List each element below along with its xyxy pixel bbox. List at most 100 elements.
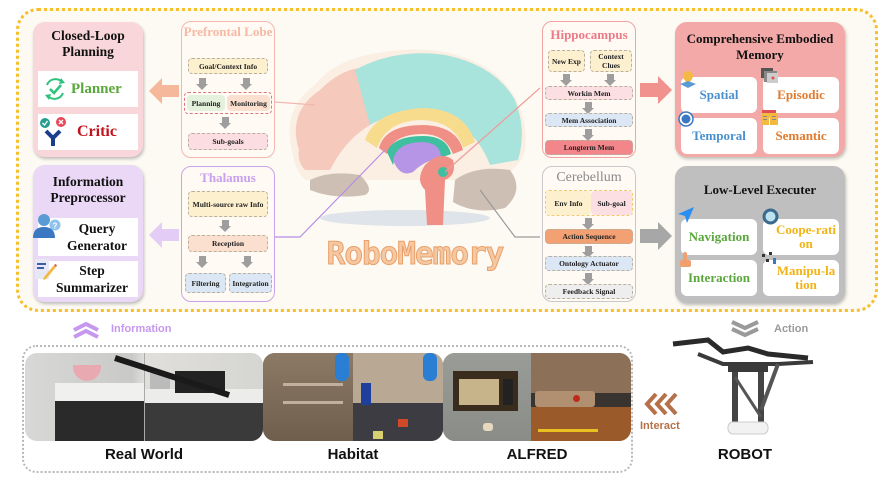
- embodied-memory-panel: Comprehensive Embodied Memory Spatial Ep…: [675, 22, 845, 157]
- planner-label: Planner: [71, 80, 122, 97]
- connector-hippocampus: [444, 87, 540, 173]
- action-chevrons-icon: [731, 320, 759, 338]
- svg-text:?: ?: [53, 222, 58, 231]
- prefrontal-lobe-title: Prefrontal Lobe: [183, 24, 273, 39]
- workin-mem-chip: Workin Mem: [545, 86, 633, 100]
- information-preprocessor-panel: Information Preprocessor ? Query Generat…: [33, 165, 143, 302]
- mem-association-chip: Mem Association: [545, 113, 633, 127]
- parietal-occipital-region: [355, 53, 522, 165]
- sub-goal-chip: Sub-goal: [591, 191, 632, 215]
- arrow-cerebellum-to-executer: [640, 222, 672, 250]
- low-level-executer-panel: Low-Level Executer Navigation Coope-rati…: [675, 166, 845, 303]
- episodic-label: Episodic: [777, 87, 825, 102]
- cooperation-label: Coope-ration: [776, 222, 836, 251]
- connector-cerebellum: [479, 189, 540, 238]
- executer-manipulation-card: Manipu-lation: [763, 260, 839, 296]
- monitoring-chip: Monitoring: [227, 95, 270, 111]
- longterm-mem-chip: Longterm Mem: [545, 140, 633, 155]
- memory-spatial-card: Spatial: [681, 77, 757, 113]
- connector-thalamus: [275, 149, 386, 238]
- feedback-signal-chip: Feedback Signal: [545, 284, 633, 299]
- query-generator-label: Query Generator: [67, 221, 127, 253]
- critic-card: Critic: [38, 114, 138, 150]
- counter-top: [55, 383, 145, 401]
- new-exp-chip: New Exp: [548, 50, 585, 72]
- arrow-hippocampus-to-memory: [640, 76, 672, 104]
- camera-stack-icon: [761, 68, 778, 83]
- hippocampus-box: Hippocampus New Exp Context Clues Workin…: [542, 21, 636, 158]
- tap-finger-icon: [680, 252, 691, 267]
- query-generator-card: ? Query Generator: [33, 214, 138, 256]
- critic-label: Critic: [77, 123, 117, 140]
- cycle-check-icon: [45, 78, 65, 100]
- robot-base: [727, 421, 769, 435]
- temporal-lower: [310, 173, 369, 197]
- alfred-image: [443, 353, 631, 441]
- planning-monitoring-group: [184, 92, 272, 114]
- user-question-icon: ?: [33, 214, 61, 238]
- planner-card: Planner: [38, 71, 138, 107]
- semantic-label: Semantic: [775, 128, 827, 143]
- ontology-actuator-chip: Ontology Actuator: [545, 256, 633, 271]
- document-icon: [761, 110, 778, 125]
- map-pin-icon: [680, 71, 696, 88]
- manipulation-label: Manipu-lation: [776, 263, 836, 292]
- frontal-region: [295, 68, 370, 170]
- arrow-thalamus-to-preprocessor: [149, 222, 179, 248]
- executer-interaction-card: Interaction: [681, 260, 757, 296]
- multi-source-raw-info-chip: Multi-source raw Info: [188, 191, 268, 217]
- interaction-label: Interaction: [687, 270, 751, 285]
- robot-label: ROBOT: [717, 446, 773, 463]
- alfred-label: ALFRED: [506, 446, 568, 463]
- executer-navigation-card: Navigation: [681, 219, 757, 255]
- navigation-label: Navigation: [688, 229, 750, 244]
- information-chevrons-icon: [73, 321, 99, 339]
- embodied-memory-title: Comprehensive Embodied Memory: [686, 31, 834, 62]
- fork-check-cross-icon: [40, 117, 66, 146]
- cerebellum-title: Cerebellum: [556, 170, 622, 185]
- executer-cooperation-card: Coope-ration: [763, 219, 839, 255]
- cerebellum-region: [453, 168, 517, 211]
- information-label: Information: [111, 323, 172, 335]
- robomemory-title: RoboMemory: [326, 236, 505, 273]
- real-world-image: [25, 353, 263, 441]
- temporal-label: Temporal: [692, 128, 746, 143]
- cingulate-region: [365, 108, 475, 148]
- note-pencil-icon: [35, 259, 57, 280]
- memory-episodic-card: Episodic: [763, 77, 839, 113]
- habitat-label: Habitat: [327, 446, 379, 463]
- spatial-label: Spatial: [699, 87, 739, 102]
- closed-loop-planning-panel: Closed-Loop Planning Planner Critic: [33, 22, 143, 157]
- basket: [73, 365, 101, 381]
- interact-label: Interact: [640, 420, 680, 432]
- step-summarizer-card: Step Summarizer: [35, 259, 138, 297]
- environments-frame: [22, 345, 633, 473]
- brain-shadow: [320, 210, 490, 226]
- interact-chevrons-icon: [644, 393, 678, 415]
- cabinet: [55, 401, 145, 441]
- brain-illustration: [275, 49, 540, 238]
- reception-chip: Reception: [188, 235, 268, 252]
- sub-goals-chip: Sub-goals: [188, 133, 268, 150]
- action-sequence-chip: Action Sequence: [545, 229, 633, 244]
- handshake-icon: [762, 208, 779, 225]
- context-clues-chip: Context Clues: [590, 50, 632, 72]
- habitat-image: [263, 353, 443, 441]
- hippocampus-marker: [438, 167, 448, 177]
- action-label: Action: [774, 323, 809, 335]
- corpus-callosum: [379, 125, 463, 154]
- env-info-chip: Env Info: [546, 191, 591, 215]
- robot-arms: [672, 337, 809, 361]
- env-subgoal-group: [545, 190, 633, 216]
- navigation-arrow-icon: [678, 207, 694, 223]
- connector-prefrontal: [275, 101, 316, 106]
- robot-arm-icon: [762, 252, 776, 264]
- filtering-chip: Filtering: [185, 273, 226, 293]
- thalamus-title: Thalamus: [200, 170, 256, 185]
- low-level-executer-title: Low-Level Executer: [703, 182, 817, 197]
- information-preprocessor-title: Information Preprocessor: [50, 174, 126, 205]
- prefrontal-lobe-box: Prefrontal Lobe Goal/Context Info Planni…: [181, 21, 275, 158]
- robot-image: [672, 337, 814, 435]
- cerebellum-box: Cerebellum Env Info Sub-goal Action Sequ…: [542, 166, 636, 302]
- real-world-label: Real World: [104, 446, 184, 463]
